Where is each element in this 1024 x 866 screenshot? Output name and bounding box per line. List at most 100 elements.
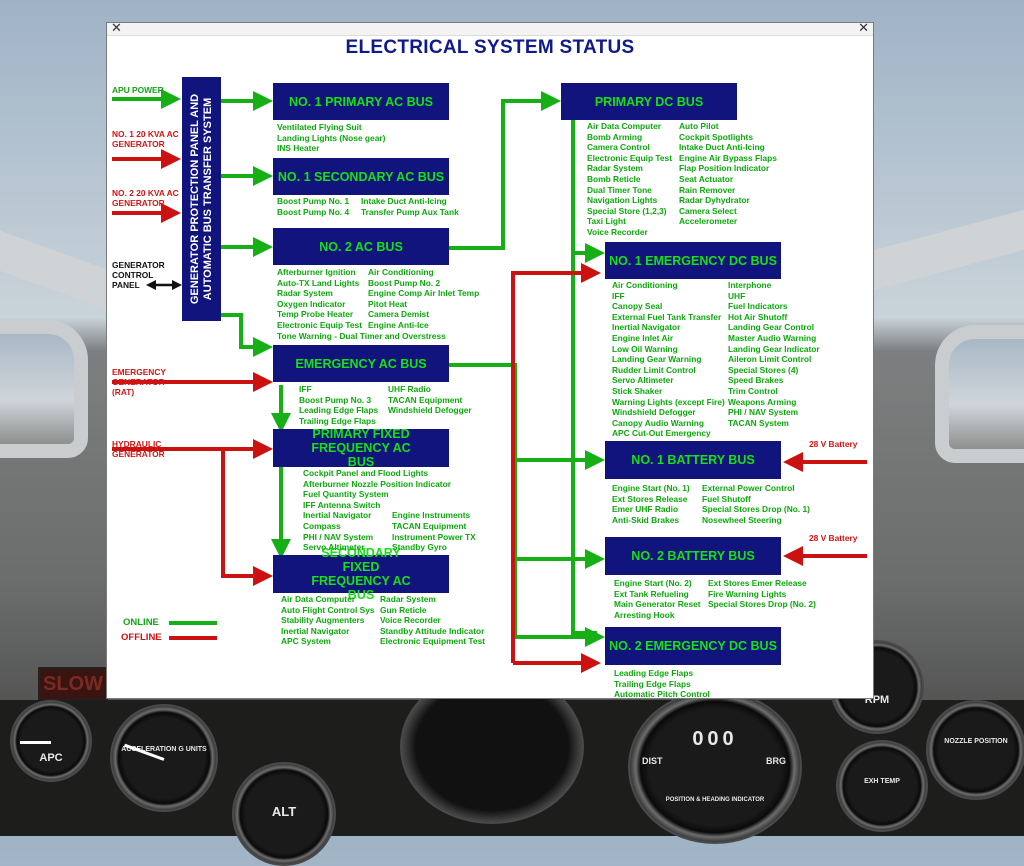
bus-item: Leading Edge Flaps [299,405,379,416]
generator-protection-label: GENERATOR PROTECTION PANEL AND AUTOMATIC… [188,93,214,305]
bus-item: Engine Comp Air Inlet Temp [368,288,480,299]
bus-primary-fixed-frequency[interactable]: PRIMARY FIXED FREQUENCY AC BUS [273,427,449,469]
bus-item: IFF Antenna Switch [303,499,381,510]
nozzle-position-gauge: NOZZLE POSITION [926,700,1024,800]
bus-emergency-ac[interactable]: EMERGENCY AC BUS [273,345,449,382]
bus-item: Electronic Equipment Test [380,636,486,647]
bus-item: Servo Altimeter [303,542,365,553]
window-title: ELECTRICAL SYSTEM STATUS [345,37,635,58]
bus-item: Taxi Light [587,216,626,227]
bus-item: Rudder Limit Control [612,364,696,375]
bus-item: Emer UHF Radio [612,504,679,515]
bus-item: Electronic Equip Test [277,320,363,330]
bus-ac-2[interactable]: NO. 2 AC BUS [273,228,449,265]
bus-emergency-dc-1[interactable]: NO. 1 EMERGENCY DC BUS [605,242,781,279]
bus-item: Afterburner Ignition [277,267,356,277]
bus-item: Low Oil Warning [612,343,678,354]
close-icon-right[interactable]: ✕ [858,20,869,35]
altimeter-label: ALT [271,804,297,819]
bus-item: Radar System [380,594,436,604]
bus-item: Voice Recorder [380,615,441,626]
bus-item: Air Data Computer [281,594,355,604]
bus-item: Interphone [728,280,772,290]
bus-item: TACAN Equipment [392,521,467,531]
bus-item: PHI / NAV System [303,531,374,542]
bus-item: Canopy Audio Warning [612,417,704,428]
bus-item: Boost Pump No. 4 [277,206,350,217]
bus-battery-1[interactable]: NO. 1 BATTERY BUS [605,441,781,479]
offline-feed-emergency-dc1 [511,263,601,663]
bus-item: Trailing Edge Flaps [614,678,691,689]
bus-item: Transfer Pump Aux Tank [361,206,459,217]
distance-counter: 000 [692,728,738,750]
bus-item: Radar Dyhydrator [679,195,750,206]
apc-gauge: APC [10,700,92,782]
hydraulic-to-secondary-fixed [221,449,273,586]
bus-item: Navigation Lights [587,195,658,206]
cockpit-background: SLOW APC ACCELERATION G UNITS ALT 000 DI… [0,209,1024,866]
bus-item: Gun Reticle [380,604,427,615]
accelerometer-label: ACCELERATION G UNITS [121,746,207,753]
bus-item: Special Stores Drop (No. 2) [708,599,816,610]
bus-item: Ext Stores Emer Release [708,578,807,588]
slow-warning-light: SLOW [38,667,108,701]
gen1-label: NO. 1 20 KVA AC GENERATOR [112,129,179,149]
bus-item: UHF [728,290,746,301]
bus-item: Air Conditioning [368,267,434,277]
bus-item: Hot Air Shutoff [728,311,788,322]
bus-item: Fuel Shutoff [702,493,751,504]
bus-item: Radar System [277,288,333,299]
bus-item: Bomb Reticle [587,174,641,184]
bus-item: Cockpit Panel and Flood Lights [303,468,429,478]
window-titlebar[interactable]: ✕ ✕ [107,20,873,36]
bus-item: Engine Air Bypass Flaps [679,152,777,163]
bus-item: Dual Timer Tone [587,184,652,195]
bus-item: Inertial Navigator [612,322,681,333]
bus-item: Ext Tank Refueling [614,588,689,599]
bus-item: Warning Lights (except Fire) [612,396,725,407]
bus-item: Camera Demist [368,309,429,320]
bus-item: Auto Pilot [679,121,719,131]
bus-item: Landing Gear Indicator [728,343,820,354]
bus-item: Inertial Navigator [281,625,350,636]
bus-primary-dc[interactable]: PRIMARY DC BUS [561,83,737,120]
connection-diagram [112,89,867,673]
bus-item: Arresting Hook [614,609,675,620]
bus-item: Speed Brakes [728,375,784,386]
bus-item: Instrument Power TX [392,531,476,542]
canopy-frame-left [0,230,106,310]
bus-item: Stick Shaker [612,386,663,396]
primary-dc-to-emergency-dc2 [571,253,597,635]
bus-battery-2[interactable]: NO. 2 BATTERY BUS [605,537,781,575]
bus-item: Boost Pump No. 1 [277,196,350,206]
bus-item: Automatic Pitch Control [614,689,710,700]
bus-item: INS Heater [277,143,320,154]
bus-item: APC Cut-Out Emergency [612,428,711,439]
hydraulic-gen-label: HYDRAULIC GENERATOR [112,439,165,459]
bus-item: Aileron Limit Control [728,354,812,365]
close-icon[interactable]: ✕ [111,20,122,35]
position-heading-label: POSITION & HEADING INDICATOR [665,797,765,803]
bus-primary-ac-1[interactable]: NO. 1 PRIMARY AC BUS [273,83,449,120]
bus-item: Air Conditioning [612,280,678,290]
bus-secondary-fixed-frequency[interactable]: SECONDARY FIXED FREQUENCY AC BUS [273,546,449,602]
bus-secondary-ac-1[interactable]: NO. 1 SECONDARY AC BUS [273,158,449,195]
electrical-status-window: ✕ ✕ ELECTRICAL SYSTEM STATUS [106,20,874,700]
bus-emergency-dc-2[interactable]: NO. 2 EMERGENCY DC BUS [605,627,781,665]
position-heading-indicator: 000 DIST BRG POSITION & HEADING INDICATO… [628,690,802,844]
right-canopy-glass [935,325,1024,463]
bus-item: Auto Flight Control Sys [281,604,375,615]
instrument-panel: APC ACCELERATION G UNITS ALT 000 DIST BR… [0,640,1024,866]
bus-item: APC System [281,636,331,647]
bus-item: UHF Radio [388,384,431,394]
bus-item: Fire Warning Lights [708,588,787,599]
dist-label: DIST [642,756,663,766]
bus-item: Trailing Edge Flaps [299,415,376,426]
canopy-frame-right [874,209,1024,291]
bus-item: Tone Warning - Dual Timer and Overstress [277,330,446,341]
altimeter-gauge: ALT [232,762,336,866]
bus-item: Cockpit Spotlights [679,131,753,142]
bus-item: Engine Anti-Ice [368,320,429,330]
bus-item: Compass [303,521,341,531]
bus-item: Canopy Seal [612,301,663,312]
